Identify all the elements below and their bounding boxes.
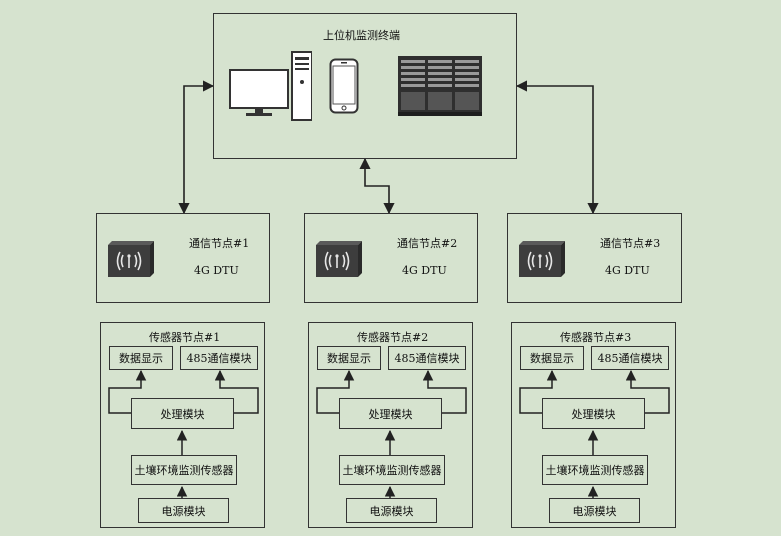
monitor-title: 上位机监测终端 xyxy=(323,29,400,42)
link-node1-monitor xyxy=(178,80,215,215)
soil-sensor-module: 土壤环境监测传感器 xyxy=(131,455,237,485)
data-display-module: 数据显示 xyxy=(109,346,173,370)
data-display-module: 数据显示 xyxy=(317,346,381,370)
processing-module: 处理模块 xyxy=(339,398,442,429)
comm-node-device: 4G DTU xyxy=(605,264,650,277)
processing-module: 处理模块 xyxy=(131,398,234,429)
rs485-comm-module: 485通信模块 xyxy=(180,346,258,370)
comm-node-2: 通信节点#2 4G DTU xyxy=(304,213,478,303)
smartphone-icon xyxy=(329,58,359,114)
comm-node-3: 通信节点#3 4G DTU xyxy=(507,213,682,303)
soil-sensor-module: 土壤环境监测传感器 xyxy=(339,455,445,485)
monitor-terminal-box: 上位机监测终端 xyxy=(213,13,517,159)
comm-node-title: 通信节点#1 xyxy=(189,237,250,250)
sensor-node-title: 传感器节点#3 xyxy=(560,331,632,344)
sensor-node-2: 传感器节点#2 xyxy=(308,322,473,528)
dtu-wireless-icon xyxy=(316,241,362,277)
link-node3-monitor xyxy=(515,80,599,215)
sensor-node-1-arrows xyxy=(108,369,259,498)
rs485-comm-module: 485通信模块 xyxy=(591,346,669,370)
sensor-node-3-arrows xyxy=(519,369,670,498)
comm-node-device: 4G DTU xyxy=(402,264,447,277)
server-rack-icon xyxy=(398,56,482,116)
dtu-wireless-icon xyxy=(519,241,565,277)
rs485-comm-module: 485通信模块 xyxy=(388,346,466,370)
sensor-node-title: 传感器节点#2 xyxy=(357,331,429,344)
comm-node-title: 通信节点#3 xyxy=(600,237,661,250)
power-module: 电源模块 xyxy=(346,498,437,523)
data-display-module: 数据显示 xyxy=(520,346,584,370)
desktop-computer-icon xyxy=(229,51,312,121)
sensor-node-2-arrows xyxy=(316,369,467,498)
soil-sensor-module: 土壤环境监测传感器 xyxy=(542,455,648,485)
processing-module: 处理模块 xyxy=(542,398,645,429)
dtu-wireless-icon xyxy=(108,241,154,277)
power-module: 电源模块 xyxy=(549,498,640,523)
sensor-node-3: 传感器节点#3 xyxy=(511,322,676,528)
sensor-node-1: 传感器节点#1 xyxy=(100,322,265,528)
comm-node-1: 通信节点#1 4G DTU xyxy=(96,213,270,303)
comm-node-device: 4G DTU xyxy=(194,264,239,277)
sensor-node-title: 传感器节点#1 xyxy=(149,331,221,344)
power-module: 电源模块 xyxy=(138,498,229,523)
comm-node-title: 通信节点#2 xyxy=(397,237,458,250)
link-node2-monitor xyxy=(359,157,395,215)
